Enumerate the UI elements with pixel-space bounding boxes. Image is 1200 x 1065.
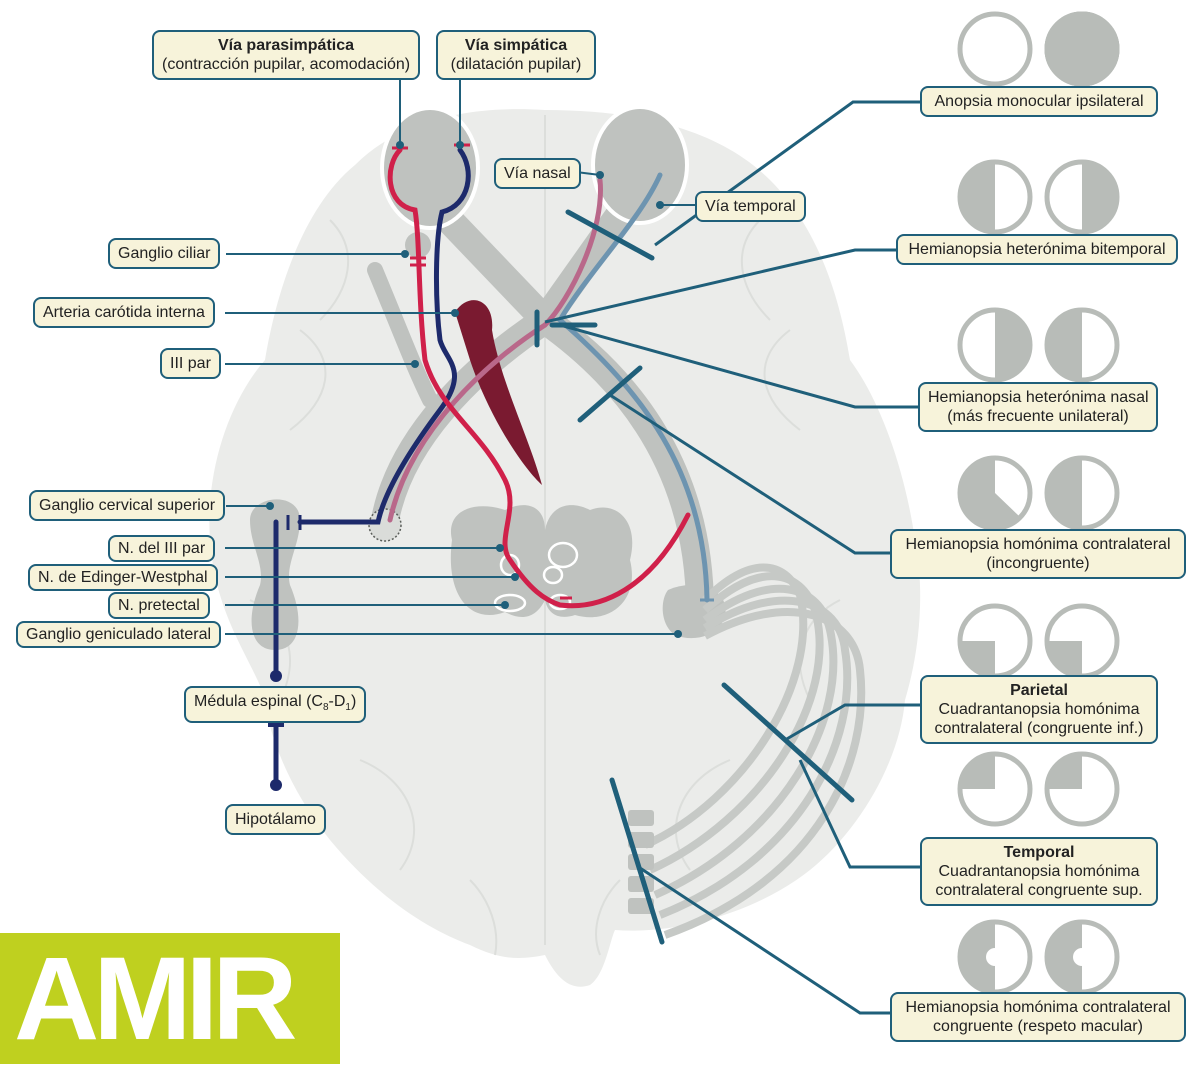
lesion-markers: [534, 209, 855, 945]
visual-field-right-eye-3: [1044, 307, 1120, 383]
internal-carotid-artery: [455, 300, 542, 485]
parasympathetic-title: Vía parasimpática: [217, 37, 355, 54]
visual-field-right-eye-7: [1044, 919, 1120, 995]
visual-field-right-eye-5: [1044, 603, 1120, 679]
defect-7-name: Hemianopsia homónima contralateral: [905, 999, 1171, 1016]
right-optic-nerve: [533, 191, 642, 329]
visual-field-left-eye-7: [957, 919, 1033, 995]
pretectal-ovals: [493, 541, 579, 613]
right-optic-tract: [536, 308, 714, 611]
defect-5-heading: Parietal: [1010, 682, 1068, 699]
defect-label-4: Hemianopsia homónima contralateral (inco…: [890, 529, 1186, 579]
temporal-pathway: [556, 172, 710, 603]
defect-label-6: Temporal Cuadrantanopsia homónima contra…: [920, 837, 1158, 906]
defect-5-name: Cuadrantanopsia homónima: [938, 701, 1140, 718]
defect-2-name: Hemianopsia heterónima bitemporal: [908, 241, 1166, 258]
n-iii-par-label: N. del III par: [108, 535, 216, 562]
defect-label-7: Hemianopsia homónima contralateral congr…: [890, 992, 1186, 1042]
defect-6-detail: contralateral congruente sup.: [935, 882, 1143, 899]
n-edinger-label: N. de Edinger-Westphal: [28, 564, 218, 591]
visual-field-right-eye-1: [1044, 11, 1120, 87]
visual-field-right-eye-6: [1044, 751, 1120, 827]
medula-sub-c: 8: [322, 702, 329, 714]
ganglio-cervical-label: Ganglio cervical superior: [29, 490, 226, 521]
optic-radiations: [643, 563, 866, 939]
parasympathetic-pathway: [387, 147, 691, 609]
n-pretectal-label: N. pretectal: [108, 592, 210, 619]
oculomotor-nerve-band: [367, 262, 438, 408]
defect-1-name: Anopsia monocular ipsilateral: [934, 93, 1144, 110]
defect-leaders: [544, 100, 922, 1015]
via-temporal-label: Vía temporal: [695, 191, 806, 222]
leader-dots: [266, 141, 682, 638]
defect-3-name: Hemianopsia heterónima nasal: [928, 389, 1149, 406]
defect-label-3: Hemianopsia heterónima nasal (más frecue…: [918, 382, 1158, 432]
visual-field-right-eye-2: [1044, 159, 1120, 235]
ganglio-ciliar-label: Ganglio ciliar: [108, 238, 221, 269]
visual-field-left-eye-6: [957, 751, 1033, 827]
sympathetic-label: Vía simpática (dilatación pupilar): [436, 30, 596, 80]
midbrain: [450, 505, 633, 618]
sympathetic-subtitle: (dilatación pupilar): [450, 56, 582, 73]
defect-5-detail: contralateral (congruente inf.): [934, 720, 1144, 737]
iii-par-label: III par: [160, 348, 221, 379]
left-optic-nerve: [424, 195, 556, 330]
visual-field-defects: [957, 11, 1120, 995]
visual-field-left-eye-3: [957, 307, 1033, 383]
defect-label-5: Parietal Cuadrantanopsia homónima contra…: [920, 675, 1158, 744]
visual-field-left-eye-4: [957, 455, 1033, 531]
lgn-dot-pattern: [368, 508, 402, 542]
visual-field-right-eye-4: [1044, 455, 1120, 531]
amir-logo-text: AMIR: [14, 933, 298, 1065]
defect-6-name: Cuadrantanopsia homónima: [938, 863, 1140, 880]
medula-sub-d: 1: [345, 702, 351, 714]
visual-field-left-eye-5: [957, 603, 1033, 679]
medula-espinal-label: Médula espinal (C8-D1): [184, 686, 367, 724]
hipotalamo-label: Hipotálamo: [225, 804, 326, 835]
defect-4-name: Hemianopsia homónima contralateral: [905, 536, 1171, 553]
defect-7-detail: congruente (respeto macular): [933, 1018, 1143, 1035]
sympathetic-pathway: [297, 147, 471, 525]
left-eye: [380, 106, 480, 230]
visual-field-left-eye-1: [957, 11, 1033, 87]
medula-text: Médula espinal (C: [194, 693, 323, 710]
defect-3-detail: (más frecuente unilateral): [947, 408, 1129, 425]
sympathetic-title: Vía simpática: [464, 37, 568, 54]
right-eye: [591, 105, 689, 225]
arteria-carotida-label: Arteria carótida interna: [33, 297, 215, 328]
via-nasal-label: Vía nasal: [494, 158, 581, 189]
parasympathetic-label: Vía parasimpática (contracción pupilar, …: [152, 30, 420, 80]
label-leaders: [225, 80, 695, 635]
parasympathetic-subtitle: (contracción pupilar, acomodación): [162, 56, 411, 73]
medula-close: ): [350, 693, 357, 710]
amir-logo: AMIR: [0, 933, 340, 1064]
visual-field-left-eye-2: [957, 159, 1033, 235]
defect-label-2: Hemianopsia heterónima bitemporal: [896, 234, 1178, 265]
medula-dash: -D: [328, 693, 346, 710]
defect-4-detail: (incongruente): [986, 555, 1090, 572]
defect-6-heading: Temporal: [1003, 844, 1075, 861]
ganglio-geniculado-label: Ganglio geniculado lateral: [16, 621, 222, 648]
defect-label-1: Anopsia monocular ipsilateral: [920, 86, 1158, 117]
